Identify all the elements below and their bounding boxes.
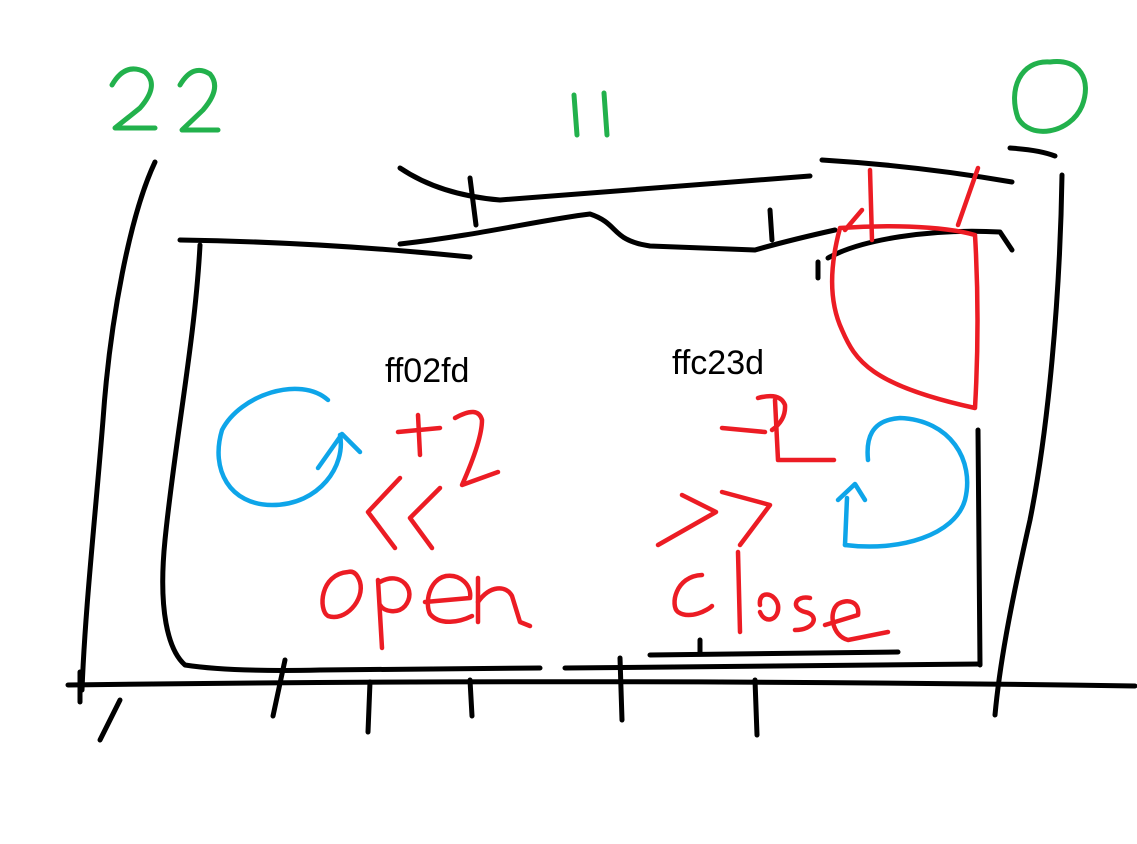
- outer-frame: [79, 145, 1065, 718]
- close-word: [672, 549, 891, 643]
- top-hinge: [397, 157, 1015, 281]
- right-count: [1012, 59, 1088, 134]
- close-hex-label: ffc23d: [672, 344, 764, 382]
- counter-clockwise-rotation-icon: [216, 386, 363, 508]
- open-delta: [395, 409, 501, 488]
- ground-line: [65, 637, 1137, 743]
- open-word: [320, 569, 533, 651]
- open-arrows: [365, 475, 443, 551]
- open-hex-label: ff02fd: [385, 352, 469, 390]
- top-right-mark: [829, 165, 981, 411]
- clockwise-rotation-icon: [835, 415, 970, 549]
- inner-panel: [160, 237, 983, 673]
- close-state: ffc23d: [655, 344, 891, 643]
- open-state: ff02fd: [320, 352, 533, 651]
- center-count: [571, 90, 610, 138]
- close-delta: [719, 393, 837, 463]
- left-count: [109, 66, 221, 133]
- close-arrows: [655, 489, 773, 548]
